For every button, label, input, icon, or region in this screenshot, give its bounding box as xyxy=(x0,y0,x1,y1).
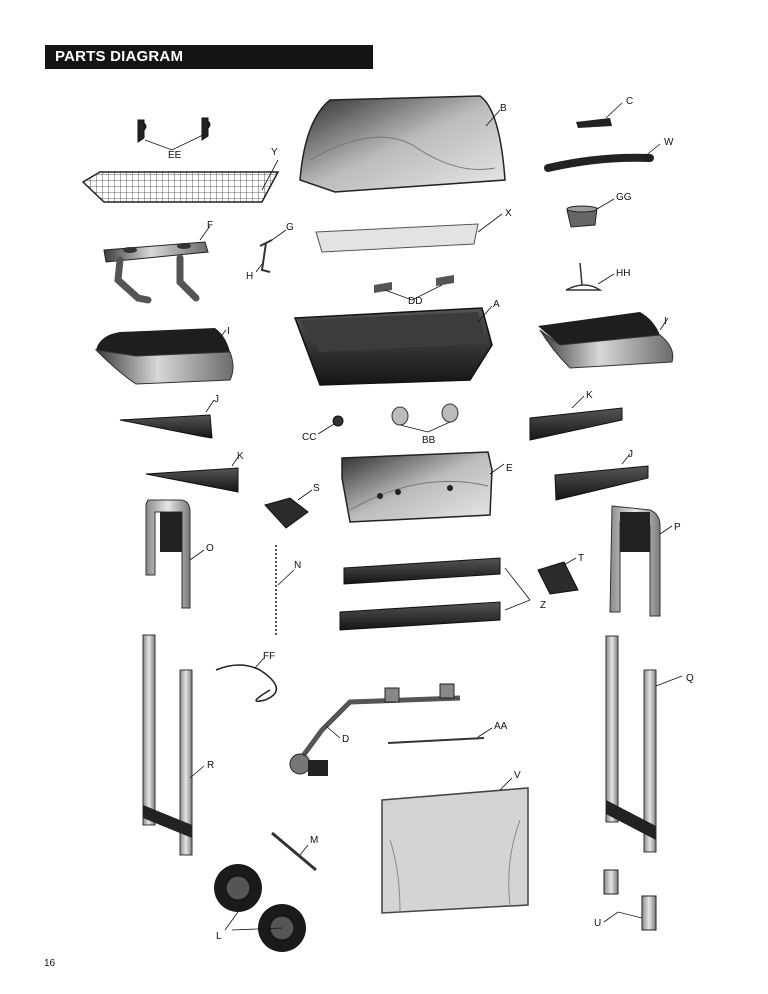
label-H: H xyxy=(246,271,253,282)
label-Q: Q xyxy=(686,673,694,684)
igniter-wire-ff xyxy=(215,657,278,703)
firebox xyxy=(293,305,493,386)
burner xyxy=(103,225,211,304)
leg-frame-r xyxy=(142,634,205,856)
label-T: T xyxy=(578,553,584,564)
label-C: C xyxy=(626,96,633,107)
side-shelf-left xyxy=(94,328,234,385)
label-D: D xyxy=(342,734,349,745)
label-F: F xyxy=(207,220,213,231)
shelf-bracket-right-j xyxy=(554,453,649,501)
heat-shield-bracket-t xyxy=(537,557,579,595)
hook-c xyxy=(576,102,623,128)
label-EE: EE xyxy=(168,150,182,161)
leg-frame-o xyxy=(145,499,205,609)
label-R: R xyxy=(207,760,214,771)
shelf-bracket-left-k xyxy=(145,456,239,493)
lid-hinge-pins xyxy=(374,275,454,301)
grease-cup xyxy=(566,198,615,228)
control-panel xyxy=(341,451,505,523)
cooking-grate xyxy=(81,159,280,203)
label-I-right: I xyxy=(664,316,667,327)
valve-manifold xyxy=(289,683,461,776)
label-E: E xyxy=(506,463,513,474)
page-number: 16 xyxy=(44,958,56,969)
grill-lid xyxy=(299,95,506,193)
igniter-button-cc xyxy=(317,415,344,435)
label-P: P xyxy=(674,522,681,533)
control-knobs-bb xyxy=(391,403,459,433)
label-Y: Y xyxy=(271,147,278,158)
leg-caps xyxy=(603,869,657,931)
label-BB: BB xyxy=(422,435,436,446)
label-A: A xyxy=(493,299,500,310)
shelf-bracket-right-k xyxy=(529,395,623,441)
label-J-right: J xyxy=(628,449,633,460)
label-HH: HH xyxy=(616,268,630,279)
label-GG: GG xyxy=(616,192,632,203)
label-O: O xyxy=(206,543,214,554)
leg-frame-q xyxy=(605,635,683,853)
lid-handle xyxy=(544,143,661,172)
label-G: G xyxy=(286,222,294,233)
label-N: N xyxy=(294,560,301,571)
label-J-left: J xyxy=(214,394,219,405)
section-title: PARTS DIAGRAM xyxy=(45,45,373,69)
label-V: V xyxy=(514,770,521,781)
leg-frame-p xyxy=(609,505,673,617)
shelf-bracket-left-j xyxy=(119,399,215,439)
label-K-right: K xyxy=(586,390,593,401)
label-I-left: I xyxy=(227,326,230,337)
label-S: S xyxy=(313,483,320,494)
label-FF: FF xyxy=(263,651,275,662)
igniter-electrode xyxy=(255,229,287,273)
cart-door xyxy=(381,777,529,914)
heat-shield-bracket-s xyxy=(264,489,313,529)
heat-shield xyxy=(315,213,503,253)
label-X: X xyxy=(505,208,512,219)
label-K-left: K xyxy=(237,451,244,462)
label-B: B xyxy=(500,103,507,114)
side-shelf-right xyxy=(538,312,674,369)
label-CC: CC xyxy=(302,432,316,443)
cross-braces xyxy=(339,557,531,631)
label-AA: AA xyxy=(494,721,508,732)
label-DD: DD xyxy=(408,296,422,307)
axle-m xyxy=(271,831,317,872)
label-L: L xyxy=(216,931,222,942)
electrode-wire-n xyxy=(275,545,295,635)
label-Z: Z xyxy=(540,600,546,611)
grease-cup-hanger xyxy=(565,262,615,291)
door-rod-aa xyxy=(387,727,493,744)
label-U: U xyxy=(594,918,601,929)
label-M: M xyxy=(310,835,318,846)
label-W: W xyxy=(664,137,674,148)
wheels xyxy=(214,864,306,952)
warming-rack-clips xyxy=(137,117,211,151)
